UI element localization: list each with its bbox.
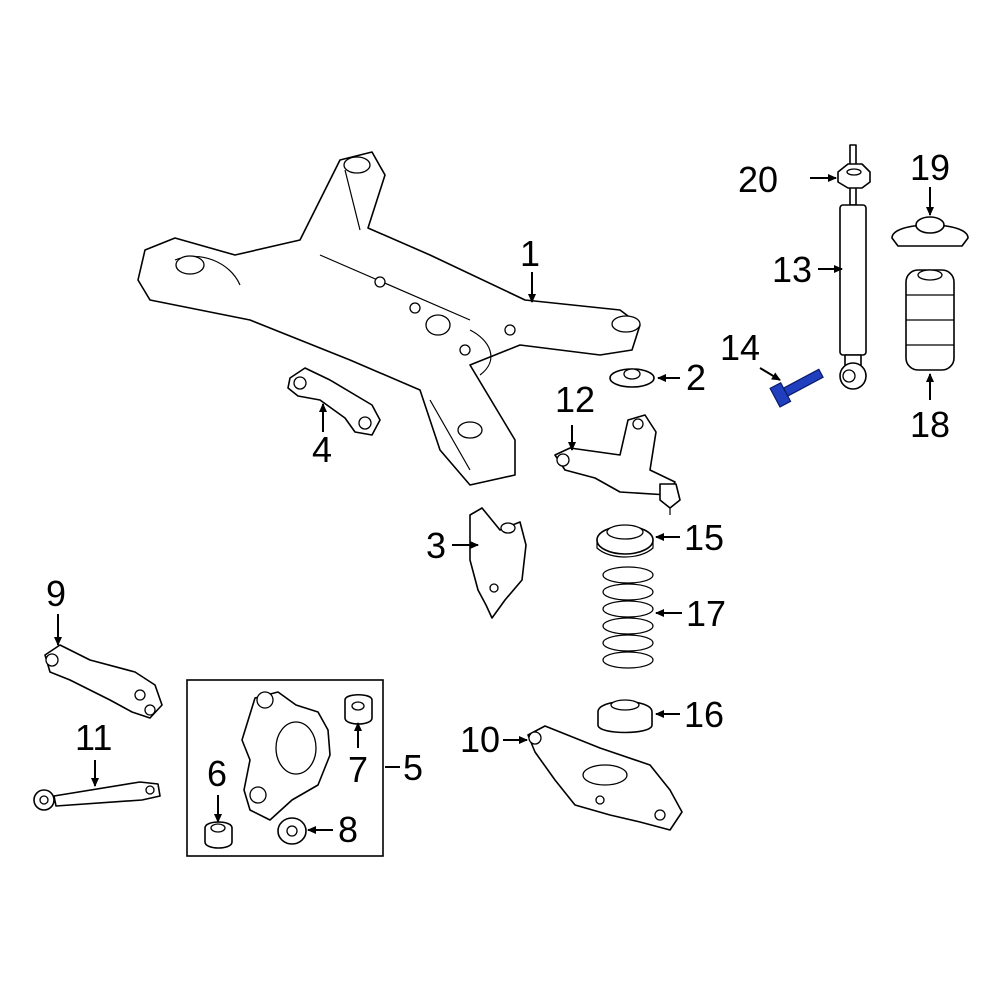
part-4-link-arm[interactable] — [287, 367, 381, 436]
callout-15: 15 — [684, 517, 724, 558]
part-19-upper-mount[interactable] — [891, 216, 969, 247]
part-16-insulator[interactable] — [597, 699, 653, 734]
callout-11: 11 — [75, 717, 112, 758]
callout-4: 4 — [312, 429, 332, 470]
callout-9: 9 — [46, 573, 66, 614]
part-1-subframe[interactable] — [137, 151, 641, 486]
callout-labels: 1 2 3 4 5 6 7 8 9 10 11 12 13 14 15 16 1… — [46, 147, 950, 850]
callout-13: 13 — [772, 249, 812, 290]
callout-8: 8 — [338, 809, 358, 850]
part-13-shock-absorber[interactable] — [839, 144, 867, 390]
callout-20: 20 — [738, 159, 778, 200]
callout-16: 16 — [684, 694, 724, 735]
part-18-bump-stop[interactable] — [905, 269, 955, 371]
part-2-washer[interactable] — [609, 368, 655, 388]
part-7-bushing[interactable] — [344, 693, 373, 725]
part-15-spring-seat[interactable] — [596, 524, 654, 558]
callout-10: 10 — [460, 719, 500, 760]
part-9-trailing-arm[interactable] — [44, 644, 163, 719]
callout-18: 18 — [910, 404, 950, 445]
callout-17: 17 — [686, 593, 726, 634]
callout-14: 14 — [720, 327, 760, 368]
part-3-bracket[interactable] — [469, 507, 527, 619]
callout-1: 1 — [520, 233, 540, 274]
part-11-lateral-link[interactable] — [33, 781, 161, 811]
part-6-bushing[interactable] — [204, 821, 233, 849]
callout-3: 3 — [426, 525, 446, 566]
callout-6: 6 — [207, 753, 227, 794]
part-12-upper-arm[interactable] — [554, 414, 681, 515]
part-5-knuckle-box — [186, 679, 384, 857]
part-5-knuckle[interactable] — [241, 691, 331, 821]
part-8-bushing[interactable] — [277, 817, 307, 845]
leader-lines — [54, 174, 934, 834]
callout-5: 5 — [403, 747, 423, 788]
callout-7: 7 — [348, 749, 368, 790]
callout-2: 2 — [686, 357, 706, 398]
part-17-coil-spring[interactable] — [602, 566, 654, 669]
part-14-bolt[interactable] — [769, 364, 826, 408]
part-10-lower-arm[interactable] — [527, 725, 683, 831]
callout-12: 12 — [555, 379, 595, 420]
callout-19: 19 — [910, 147, 950, 188]
part-20-nut[interactable] — [837, 163, 871, 189]
